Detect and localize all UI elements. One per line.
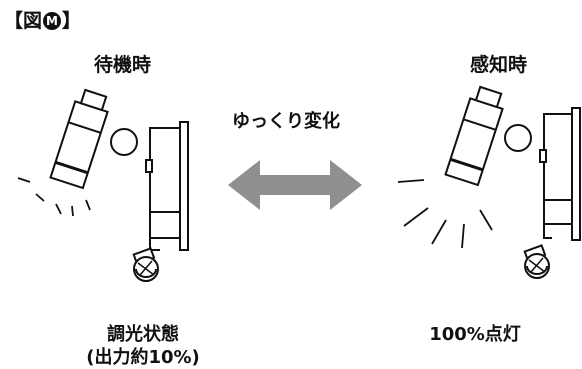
detected-joint [504, 124, 532, 152]
detected-light-fixture [444, 85, 581, 279]
standby-light-rays [17, 177, 91, 217]
standby-lamp-head [49, 100, 109, 190]
transition-label: ゆっくり変化 [232, 111, 340, 132]
figure-label-open: 【図 [4, 10, 43, 32]
figure-badge: M [43, 12, 62, 30]
detected-wall-plate [571, 107, 581, 241]
detected-lamp-head [444, 97, 504, 187]
standby-title: 待機時 [94, 54, 152, 76]
detected-housing [543, 113, 573, 225]
standby-joint [110, 128, 138, 156]
standby-caption-line2: (出力約10%) [86, 347, 200, 368]
standby-sensor [132, 247, 159, 282]
detected-caption: 100%点灯 [429, 324, 521, 345]
detected-light-rays [397, 179, 493, 249]
standby-light-fixture [49, 88, 189, 282]
detected-sensor [523, 244, 550, 279]
bidirectional-arrow [228, 160, 362, 210]
standby-caption-line1: 調光状態 [107, 324, 179, 345]
detected-title: 感知時 [470, 54, 528, 76]
standby-wall-plate [179, 121, 189, 251]
standby-housing [149, 127, 181, 239]
figure-label-close: 】 [62, 10, 82, 32]
